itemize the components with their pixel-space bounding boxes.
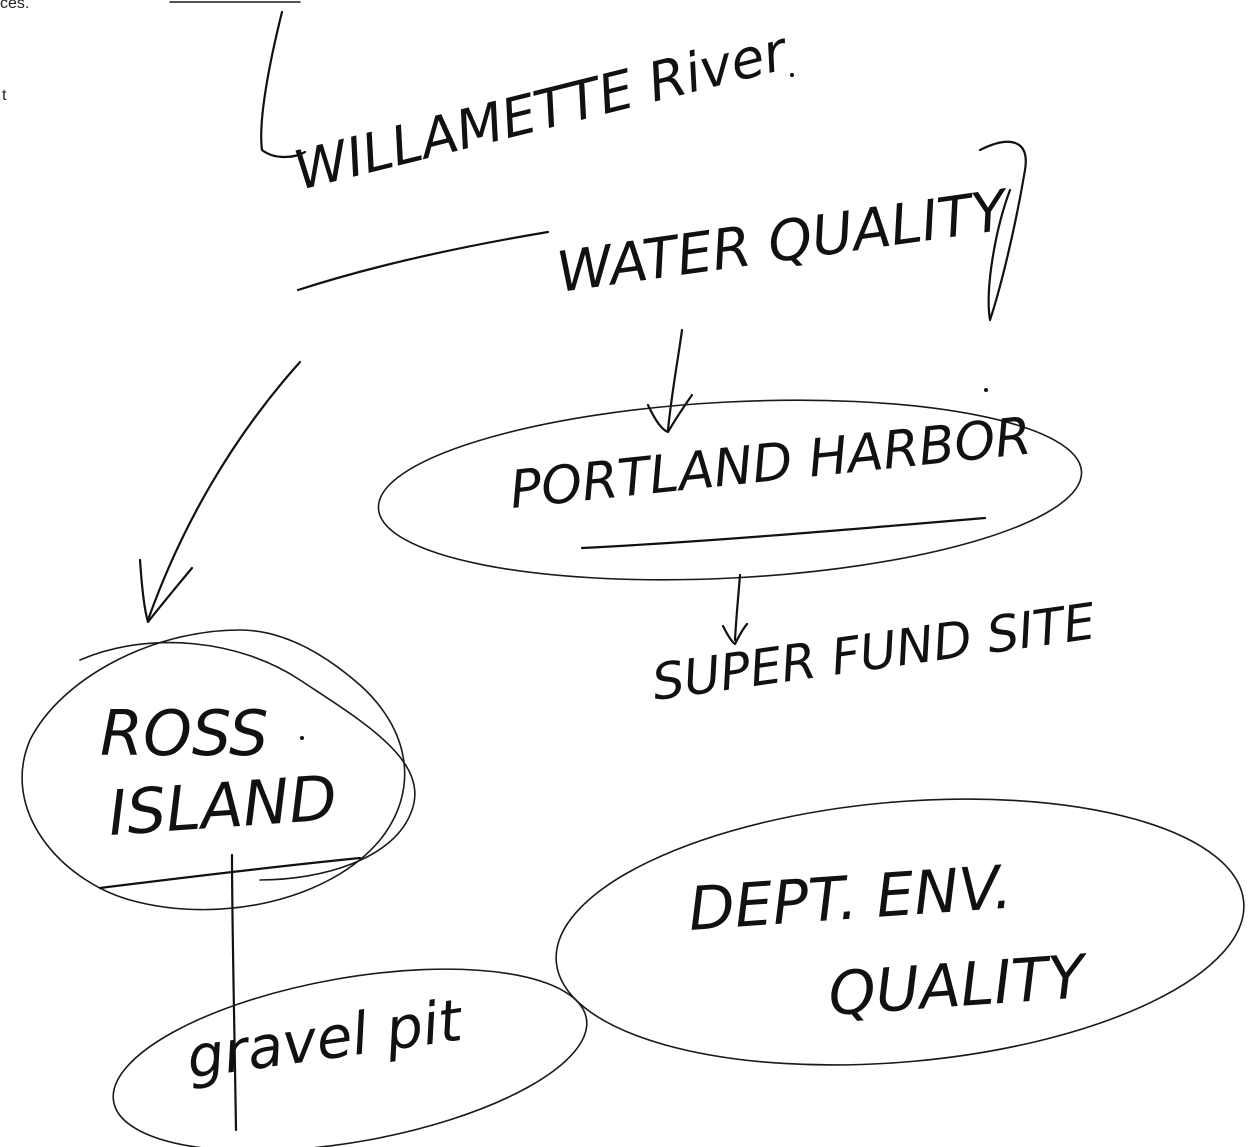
margin-fragment-side: t [2,87,7,104]
root-topic-line2: WATER QUALITY [553,178,1014,306]
gravel-pit-node: gravel pit [112,968,588,1147]
ross-island-outer-loop [21,629,406,911]
deq-node: DEPT. ENV. QUALITY [555,798,1245,1066]
deq-line1: DEPT. ENV. [686,853,1014,945]
portland-harbor-label: PORTLAND HARBOR [507,407,1034,521]
portland-harbor-node: PORTLAND HARBOR [377,399,1083,581]
gravel-pit-ellipse [112,968,588,1147]
ross-island-underline [98,856,362,890]
gravel-pit-label: gravel pit [182,986,467,1092]
ink-speck [984,388,988,392]
root-topic: WILLAMETTE River WATER QUALITY [288,19,1027,322]
ross-island-line1: ROSS [100,697,268,770]
deq-ellipse [555,798,1245,1066]
portland-harbor-underline [580,516,987,550]
ink-speck [790,73,794,77]
root-underline [296,230,550,292]
arrow-portland-to-superfund [721,573,749,646]
portland-harbor-ellipse [377,399,1083,581]
deq-line2: QUALITY [826,942,1091,1030]
arrow-root-to-portland [646,328,694,434]
bracket-mark [260,10,307,159]
arrow-root-to-ross-island [138,360,302,624]
root-swoop [978,140,1027,322]
superfund-site-label: SUPER FUND SITE [649,592,1100,712]
ink-speck [300,736,304,740]
ross-island-inner-loop [79,641,416,881]
root-topic-line1: WILLAMETTE River [288,19,795,203]
ross-island-line2: ISLAND [106,761,339,850]
margin-fragment-top: ces. [0,0,29,12]
ross-island-node: ROSS ISLAND [21,629,416,911]
connector-ross-to-gravel [230,853,238,1132]
